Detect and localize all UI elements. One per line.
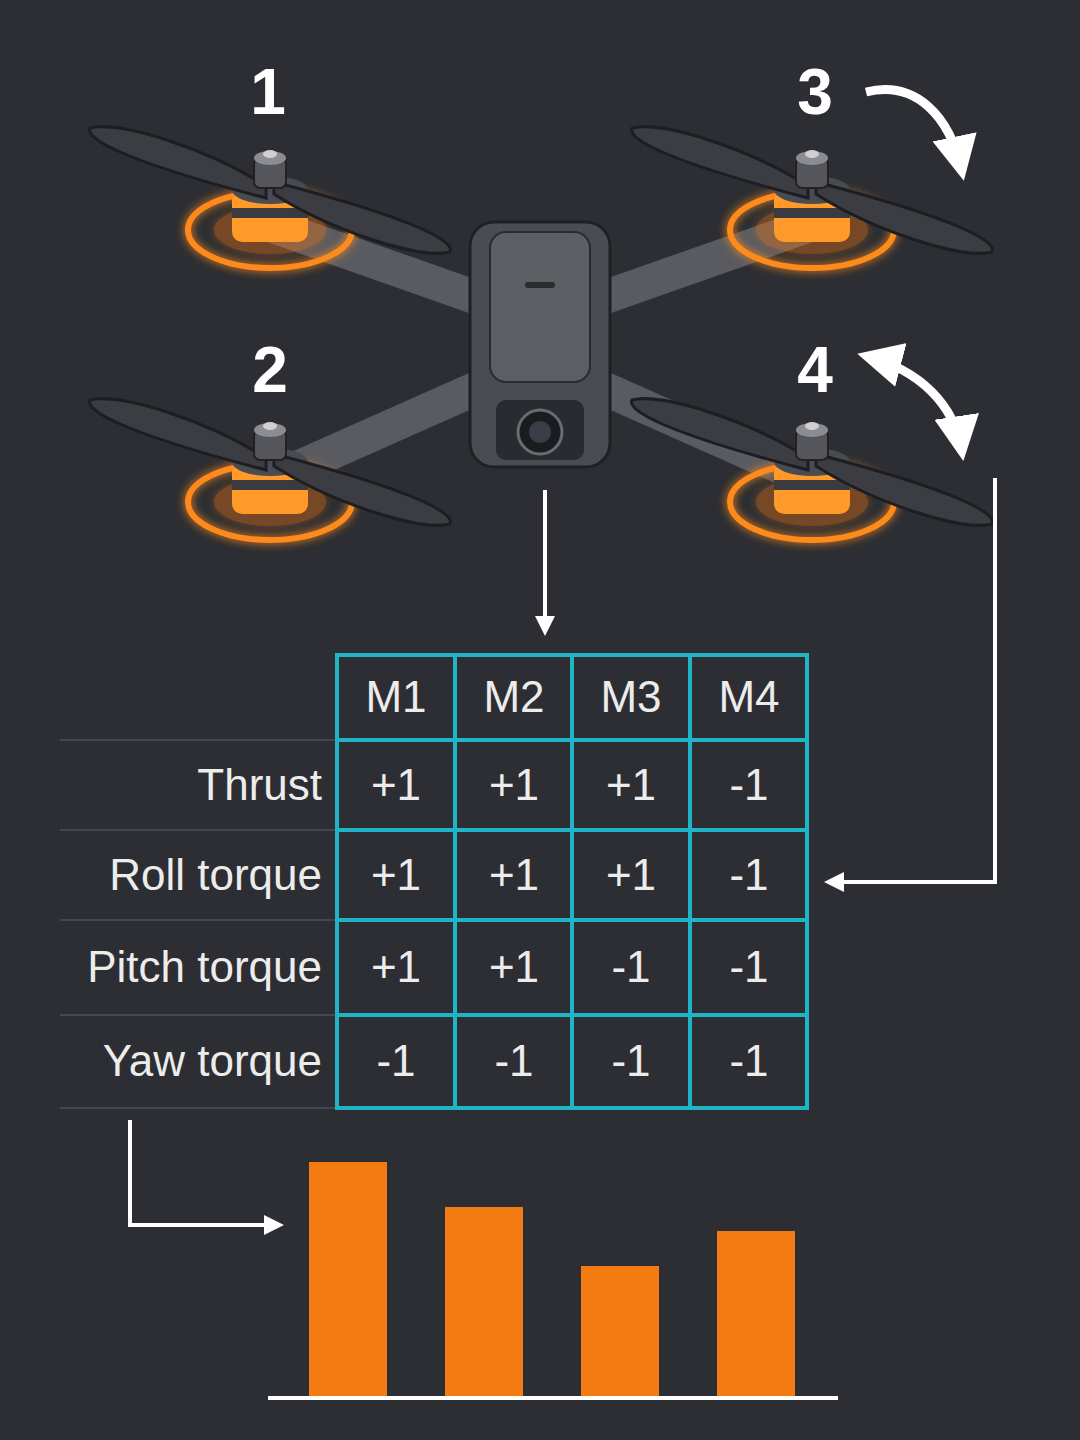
table-cell: +1 (371, 853, 421, 897)
motor-2 (90, 399, 451, 540)
row-separators (60, 740, 337, 1108)
table-cell: -1 (729, 1039, 768, 1083)
callout-number: 3 (797, 60, 833, 124)
table-cell: +1 (489, 945, 539, 989)
table-cell: -1 (729, 945, 768, 989)
table-cell: +1 (371, 763, 421, 807)
table-cell: -1 (729, 763, 768, 807)
flow-arrow (828, 478, 995, 882)
row-label: Roll torque (109, 853, 322, 897)
chart-baseline (268, 1396, 838, 1400)
table-cell: -1 (494, 1039, 533, 1083)
flow-arrow (130, 1120, 280, 1225)
motor-3 (632, 127, 993, 268)
bar-chart (309, 1162, 795, 1398)
table-header: M1 (365, 675, 426, 719)
table-cell: -1 (611, 1039, 650, 1083)
callout-number: 1 (250, 60, 286, 124)
callout-number: 2 (252, 338, 288, 402)
motor-4 (632, 399, 993, 540)
table-cell: -1 (376, 1039, 415, 1083)
table-cell: -1 (729, 853, 768, 897)
table-header: M3 (600, 675, 661, 719)
table-header: M4 (718, 675, 779, 719)
rotation-arrow (866, 356, 962, 452)
table-cell: +1 (489, 853, 539, 897)
drone-body (470, 222, 610, 467)
table-cell: +1 (371, 945, 421, 989)
flow-arrow (543, 490, 547, 632)
motor-1 (90, 127, 451, 268)
table-cell: +1 (606, 763, 656, 807)
row-label: Yaw torque (103, 1039, 322, 1083)
table-cell: -1 (611, 945, 650, 989)
callout-number: 4 (797, 338, 833, 402)
rotation-arrow (866, 90, 962, 172)
row-label: Pitch torque (87, 945, 322, 989)
row-label: Thrust (197, 763, 322, 807)
table-grid (337, 655, 807, 1108)
table-header: M2 (483, 675, 544, 719)
table-cell: +1 (489, 763, 539, 807)
table-cell: +1 (606, 853, 656, 897)
